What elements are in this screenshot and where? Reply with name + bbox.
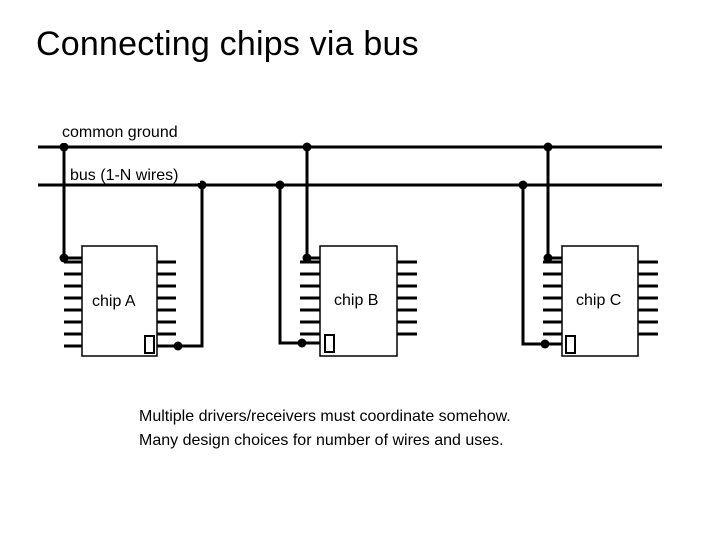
caption-line: Many design choices for number of wires …: [139, 432, 504, 449]
chip-c-ground-wire: [546, 147, 562, 260]
junction-dot: [540, 339, 550, 349]
junction-dot: [518, 180, 528, 190]
junction-dot: [173, 341, 183, 351]
chip-a-ground-wire: [62, 147, 82, 260]
junction-dot: [297, 338, 307, 348]
caption: Multiple drivers/receivers must coordina…: [139, 405, 511, 453]
chip-b-port: [324, 334, 335, 353]
chip-b-bus-wire: [278, 185, 325, 345]
chip-a-label: chip A: [92, 293, 136, 310]
ground-label-bg: [60, 121, 200, 143]
junction-dot: [275, 180, 285, 190]
junction-dot: [302, 253, 312, 263]
caption-line: Multiple drivers/receivers must coordina…: [139, 408, 511, 425]
chip-b: [300, 245, 417, 357]
junction-dot: [59, 142, 69, 152]
slide-title: Connecting chips via bus: [36, 25, 419, 63]
bus-label-bg: [68, 164, 200, 183]
chip-c-bus-wire: [521, 185, 566, 346]
junction-dot: [543, 253, 553, 263]
chip-c-label: chip C: [576, 292, 621, 309]
chip-a-port: [144, 335, 155, 354]
bus-label: bus (1-N wires): [70, 167, 178, 184]
chip-a-bus-wire: [157, 185, 204, 348]
chip-b-ground-wire: [305, 147, 320, 260]
chip-b-label: chip B: [334, 292, 378, 309]
junction-dot: [59, 253, 69, 263]
junction-dot: [302, 142, 312, 152]
chip-c: [543, 245, 658, 357]
ground-label: common ground: [62, 124, 178, 141]
chip-c-port: [565, 335, 576, 354]
junction-dots: [59, 142, 553, 351]
chip-a: [64, 245, 176, 357]
junction-dot: [543, 142, 553, 152]
